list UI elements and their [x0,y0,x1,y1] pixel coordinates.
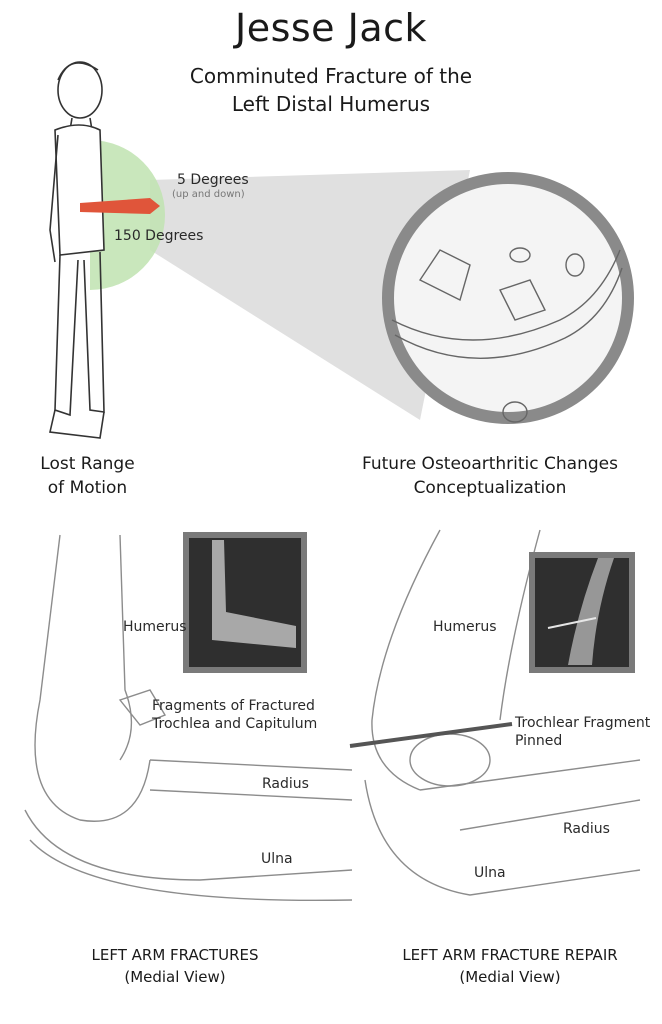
pin-label-line-2: Pinned [515,733,563,749]
fragments-label: Fragments of Fractured Trochlea and Capi… [152,697,317,733]
osteoarthritic-sketch [391,247,623,423]
fragments-label-line-2: Trochlea and Capitulum [152,716,318,732]
repair-footer: LEFT ARM FRACTURE REPAIR (Medial View) [370,944,650,988]
fracture-footer-line-1: LEFT ARM FRACTURES [91,946,259,964]
extension-label: 5 Degrees [177,172,249,188]
fracture-xray-bone [212,540,296,648]
fracture-radius-label: Radius [262,776,309,792]
magnifier-lens [382,172,634,424]
pin-label: Trochlear Fragment Pinned [515,714,650,750]
standing-figure [49,61,105,439]
magnifier-callout-cone [150,170,470,420]
fracture-footer: LEFT ARM FRACTURES (Medial View) [40,944,310,988]
page-title: Jesse Jack [234,6,428,50]
fracture-humerus-label: Humerus [123,619,187,635]
subtitle-line-1: Comminuted Fracture of the [189,64,473,88]
motion-arc [90,140,165,290]
repair-humerus-label: Humerus [433,619,497,635]
fracture-footer-line-2: (Medial View) [124,968,226,986]
osteoarthritis-caption: Future Osteoarthritic Changes Conceptual… [335,452,645,500]
range-caption-line-2: of Motion [47,478,128,498]
fracture-ulna-label: Ulna [261,851,293,867]
pin-label-line-1: Trochlear Fragment [515,715,651,731]
extension-note: (up and down) [172,189,245,200]
osteo-caption-line-1: Future Osteoarthritic Changes [362,454,618,474]
osteo-caption-line-2: Conceptualization [413,478,567,498]
repair-footer-line-2: (Medial View) [459,968,561,986]
repair-xray-bone [568,558,614,665]
range-of-motion-caption: Lost Range of Motion [20,452,155,500]
page-subtitle: Comminuted Fracture of the Left Distal H… [0,62,662,118]
fracture-xray [183,532,307,673]
subtitle-line-2: Left Distal Humerus [231,92,431,116]
flexion-label: 150 Degrees [114,228,204,244]
fragments-label-line-1: Fragments of Fractured [152,698,315,714]
repair-radius-label: Radius [563,821,610,837]
repair-footer-line-1: LEFT ARM FRACTURE REPAIR [402,946,618,964]
repair-ulna-label: Ulna [474,865,506,881]
forearm-highlight [80,198,160,214]
range-caption-line-1: Lost Range [40,454,135,474]
pin [349,722,513,748]
repair-xray-pin [547,617,597,629]
fracture-elbow-sketch [24,534,353,902]
